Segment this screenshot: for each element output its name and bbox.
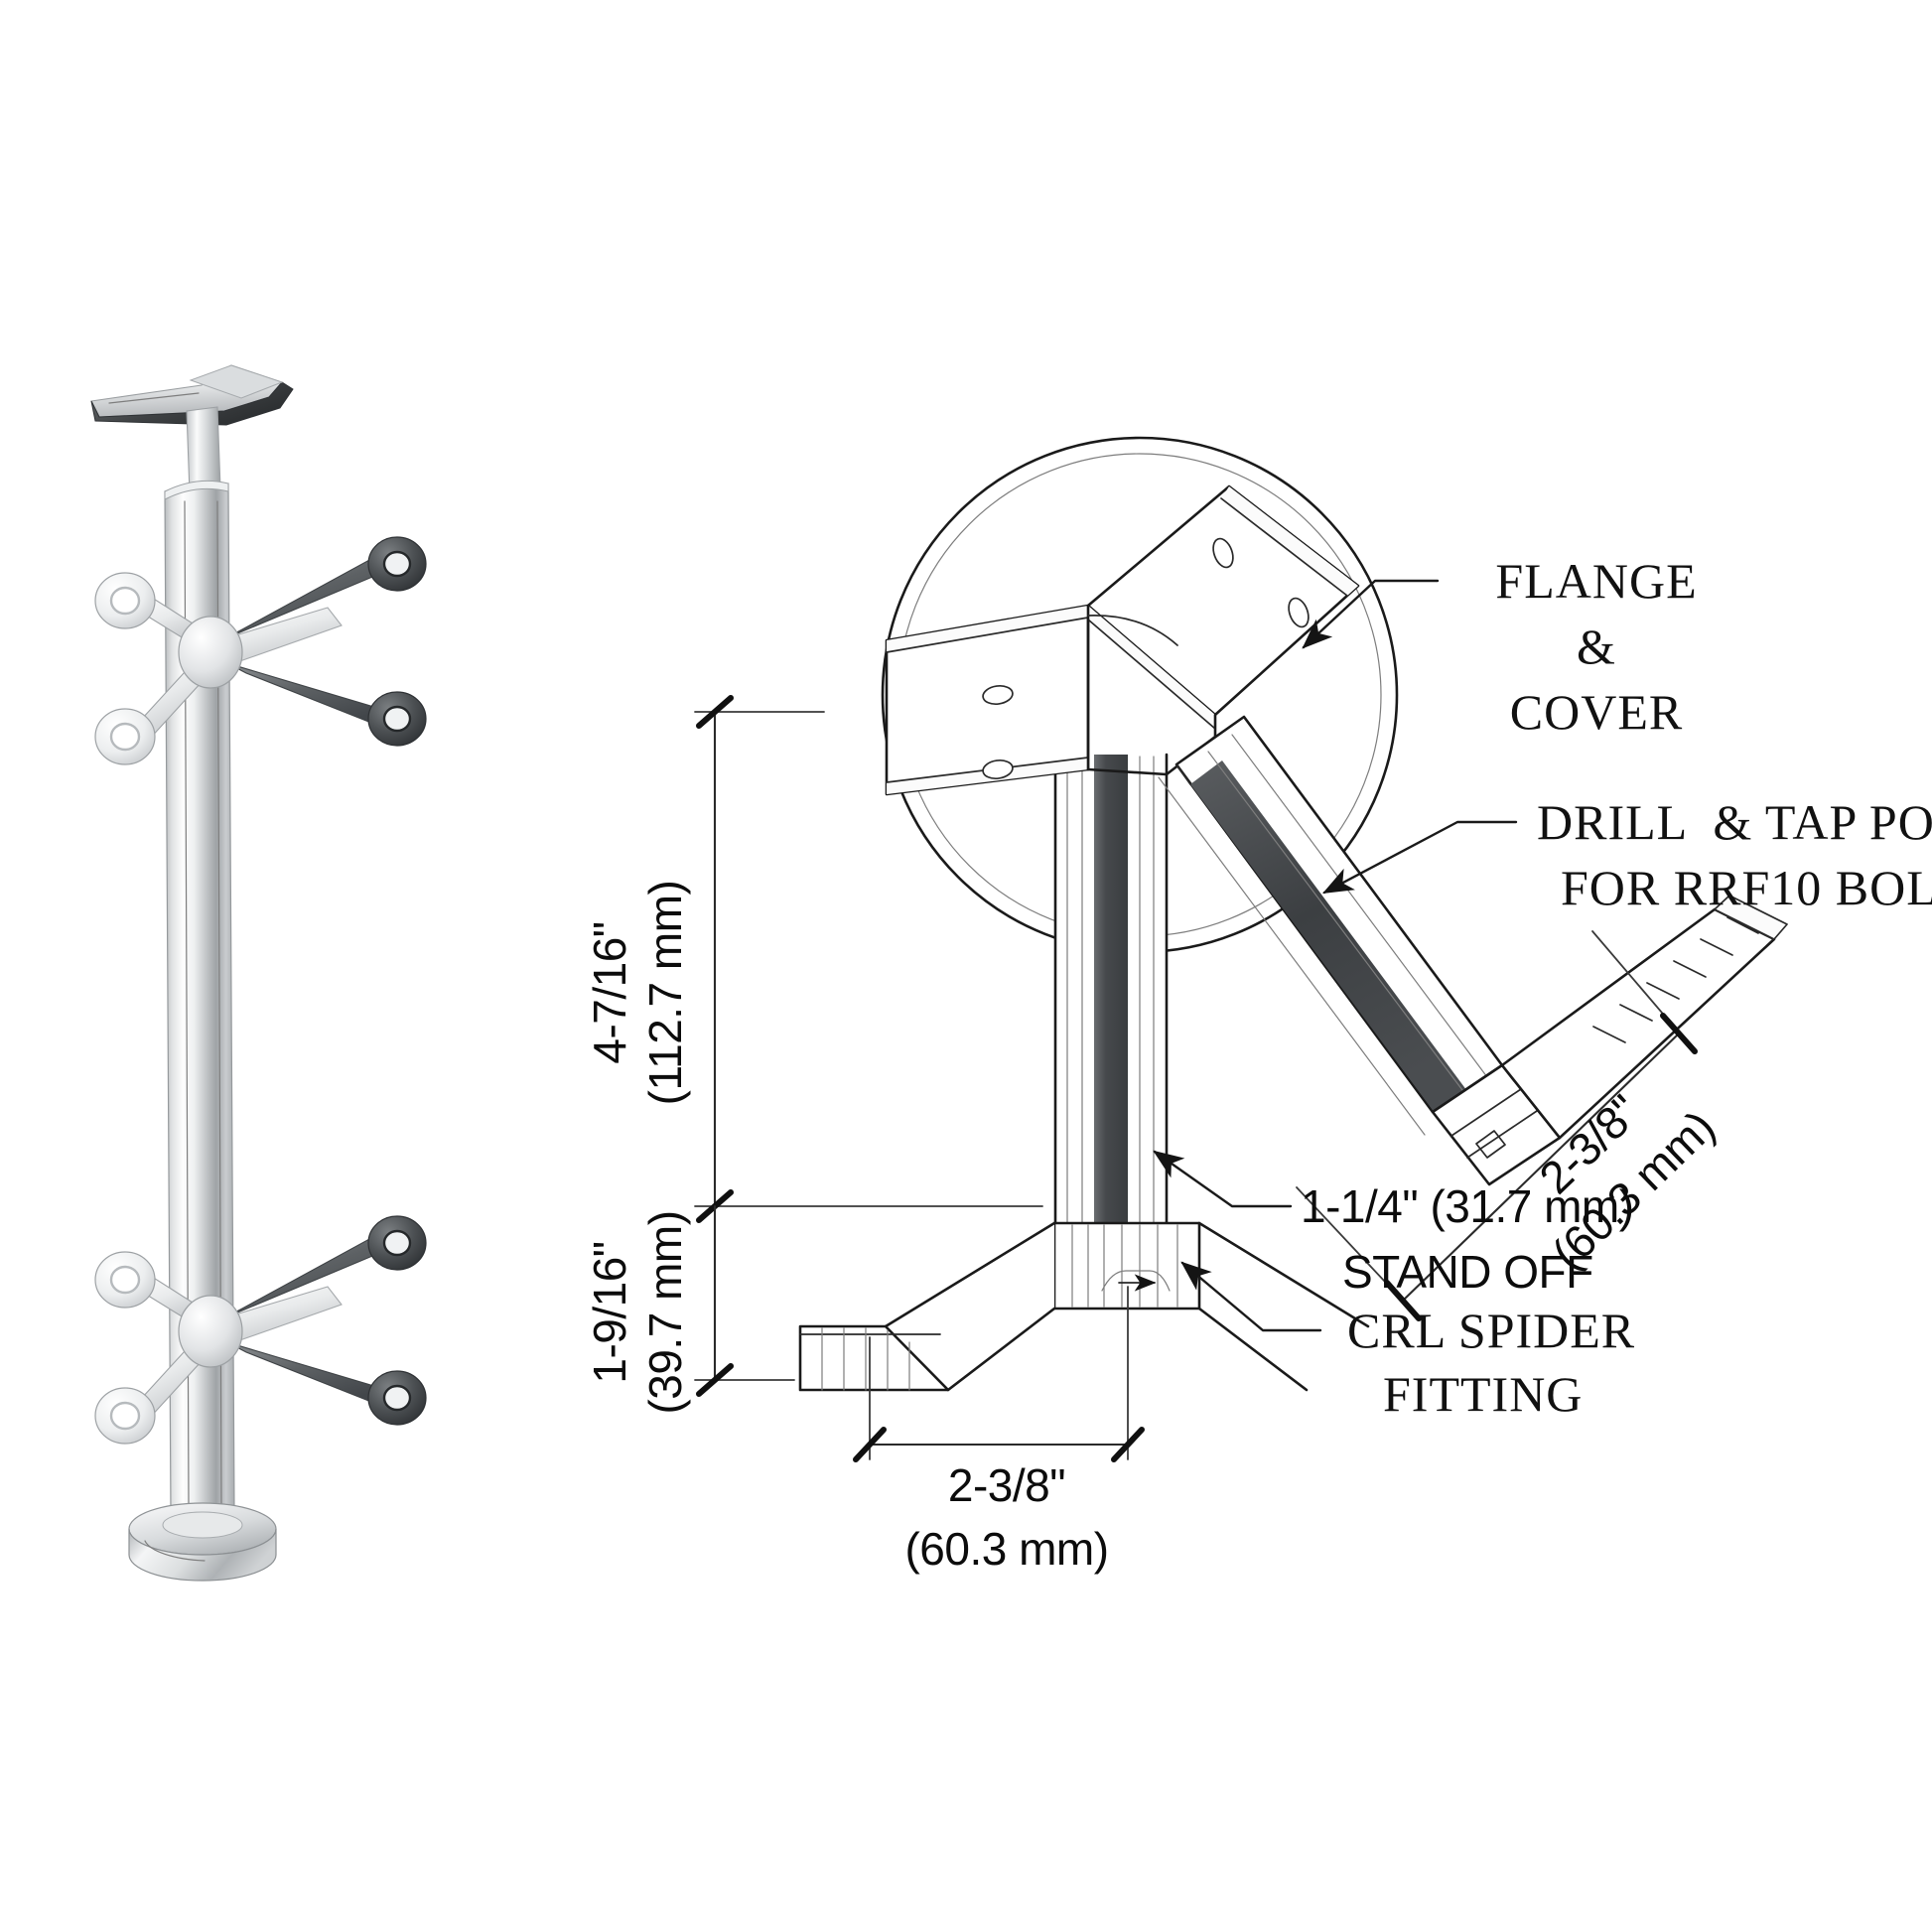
annotation-flange-cover: FLANGE & COVER [1495,553,1697,740]
dim-base-metric: (60.3 mm) [904,1523,1108,1575]
annotation-drill-tap-post-line-1: DRILL & TAP POST [1537,794,1932,850]
annotation-crl-spider-line-2: FITTING [1383,1366,1583,1422]
annotation-flange-cover-line-3: COVER [1510,684,1683,740]
annotation-stand-off-line-2: STAND OFF [1342,1246,1593,1298]
dimension-width-base-text: 2-3/8" (60.3 mm) [904,1459,1109,1575]
render-spider-fitting-lower [94,1215,427,1445]
leader-flange-cover [1302,579,1440,649]
annotation-flange-cover-line-1: FLANGE [1495,553,1697,609]
annotation-crl-spider-line-1: CRL SPIDER [1347,1303,1635,1358]
dim-upper-imperial: 4-7/16" [584,921,635,1063]
annotation-drill-tap-post: DRILL & TAP POST FOR RRF10 BOLT [1537,794,1932,915]
render-base-flange [128,1502,277,1582]
crl-spider-fitting-body [798,1221,1370,1392]
dim-lower-metric: (39.7 mm) [639,1210,691,1414]
standoff-tube [1158,715,1504,1136]
dim-base-imperial: 2-3/8" [948,1459,1065,1511]
annotation-stand-off-line-1: 1-1/4" (31.7 mm) [1301,1180,1634,1232]
leader-stand-off [1153,1150,1293,1208]
dim-upper-metric: (112.7 mm) [639,881,691,1106]
annotation-stand-off: 1-1/4" (31.7 mm) STAND OFF [1301,1180,1634,1298]
annotation-crl-spider-fitting: CRL SPIDER FITTING [1347,1303,1635,1422]
render-top-cover-plate [90,364,294,426]
dim-lower-imperial: 1-9/16" [584,1241,635,1383]
dimension-height-lower [694,1204,795,1397]
dimension-height-lower-text: 1-9/16" (39.7 mm) [584,1210,691,1414]
glass-clamp-knuckle [1431,895,1788,1186]
leader-drill-tap-post [1322,820,1518,895]
detail-line-drawing-view: 4-7/16" (112.7 mm) 1-9/16" (39.7 mm) 2-3… [584,436,1932,1575]
post-tube [1053,753,1169,1225]
dimension-length-diagonal [1296,930,1698,1321]
annotation-drill-tap-post-line-2: FOR RRF10 BOLT [1561,860,1932,915]
post-3d-render-view [90,364,427,1582]
dimension-width-base [853,1286,1145,1462]
annotation-flange-cover-line-2: & [1577,619,1616,674]
flange-cover-body [885,484,1360,796]
render-spider-fitting-upper [94,536,427,765]
dimension-height-upper-text: 4-7/16" (112.7 mm) [584,881,691,1106]
leader-crl-spider-fitting [1180,1261,1322,1332]
